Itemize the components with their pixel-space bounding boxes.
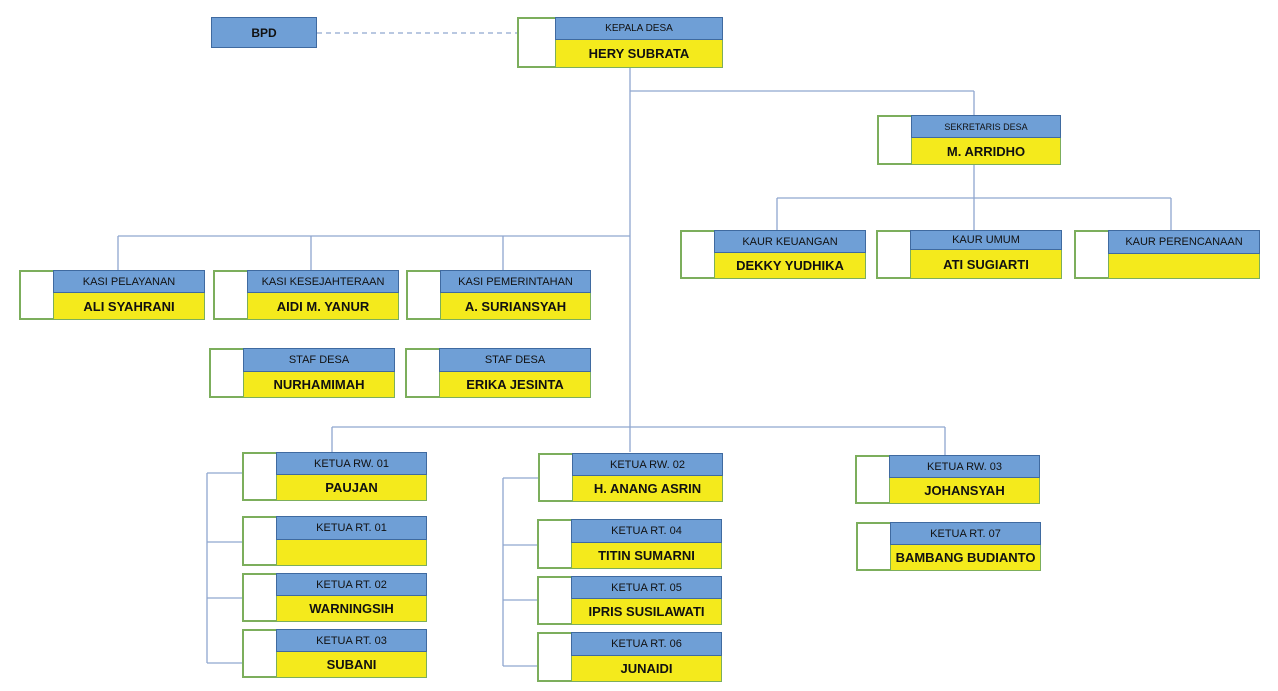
photo-placeholder bbox=[856, 522, 892, 571]
bpd-box: BPD bbox=[211, 17, 317, 48]
officer-name: H. ANANG ASRIN bbox=[572, 476, 723, 502]
officer-name: IPRIS SUSILAWATI bbox=[571, 599, 722, 625]
officer-name: TITIN SUMARNI bbox=[571, 543, 722, 569]
photo-placeholder bbox=[517, 17, 557, 68]
position-title: KETUA RT. 03 bbox=[276, 629, 427, 652]
photo-placeholder bbox=[242, 629, 278, 678]
position-title: KETUA RW. 02 bbox=[572, 453, 723, 476]
photo-placeholder bbox=[876, 230, 912, 279]
photo-placeholder bbox=[242, 516, 278, 566]
position-title: KASI PELAYANAN bbox=[53, 270, 205, 293]
officer-name bbox=[1108, 254, 1260, 279]
position-title: KETUA RT. 06 bbox=[571, 632, 722, 656]
photo-placeholder bbox=[209, 348, 245, 398]
ketua-rt-01-box: KETUA RT. 01 bbox=[242, 516, 427, 566]
officer-name: SUBANI bbox=[276, 652, 427, 678]
officer-name: HERY SUBRATA bbox=[555, 40, 723, 68]
position-title: KETUA RT. 02 bbox=[276, 573, 427, 596]
photo-placeholder bbox=[213, 270, 249, 320]
position-title: KAUR PERENCANAAN bbox=[1108, 230, 1260, 254]
position-title: KAUR UMUM bbox=[910, 230, 1062, 250]
officer-name: ATI SUGIARTI bbox=[910, 250, 1062, 279]
photo-placeholder bbox=[537, 632, 573, 682]
position-title: STAF DESA bbox=[439, 348, 591, 372]
photo-placeholder bbox=[855, 455, 891, 504]
officer-name: JOHANSYAH bbox=[889, 478, 1040, 504]
officer-name bbox=[276, 540, 427, 566]
officer-name: A. SURIANSYAH bbox=[440, 293, 591, 320]
position-title: STAF DESA bbox=[243, 348, 395, 372]
position-title: KETUA RW. 03 bbox=[889, 455, 1040, 478]
position-title: KETUA RT. 01 bbox=[276, 516, 427, 540]
position-title: KETUA RT. 05 bbox=[571, 576, 722, 599]
position-title: KASI KESEJAHTERAAN bbox=[247, 270, 399, 293]
photo-placeholder bbox=[537, 519, 573, 569]
officer-name: WARNINGSIH bbox=[276, 596, 427, 622]
officer-name: ERIKA JESINTA bbox=[439, 372, 591, 398]
photo-placeholder bbox=[680, 230, 716, 279]
officer-name: ALI SYAHRANI bbox=[53, 293, 205, 320]
position-title: KEPALA DESA bbox=[555, 17, 723, 40]
photo-placeholder bbox=[242, 452, 278, 501]
position-title: KAUR KEUANGAN bbox=[714, 230, 866, 253]
position-title: KASI PEMERINTAHAN bbox=[440, 270, 591, 293]
photo-placeholder bbox=[877, 115, 913, 165]
officer-name: JUNAIDI bbox=[571, 656, 722, 682]
photo-placeholder bbox=[1074, 230, 1110, 279]
officer-name: PAUJAN bbox=[276, 475, 427, 501]
position-title: KETUA RT. 04 bbox=[571, 519, 722, 543]
photo-placeholder bbox=[242, 573, 278, 622]
officer-name: M. ARRIDHO bbox=[911, 138, 1061, 165]
photo-placeholder bbox=[538, 453, 574, 502]
photo-placeholder bbox=[405, 348, 441, 398]
officer-name: DEKKY YUDHIKA bbox=[714, 253, 866, 279]
officer-name: BAMBANG BUDIANTO bbox=[890, 545, 1041, 571]
position-title: KETUA RW. 01 bbox=[276, 452, 427, 475]
photo-placeholder bbox=[19, 270, 55, 320]
photo-placeholder bbox=[406, 270, 442, 320]
photo-placeholder bbox=[537, 576, 573, 625]
kaur-perencanaan-box: KAUR PERENCANAAN bbox=[1074, 230, 1260, 279]
officer-name: AIDI M. YANUR bbox=[247, 293, 399, 320]
position-title: KETUA RT. 07 bbox=[890, 522, 1041, 545]
position-title: SEKRETARIS DESA bbox=[911, 115, 1061, 138]
officer-name: NURHAMIMAH bbox=[243, 372, 395, 398]
